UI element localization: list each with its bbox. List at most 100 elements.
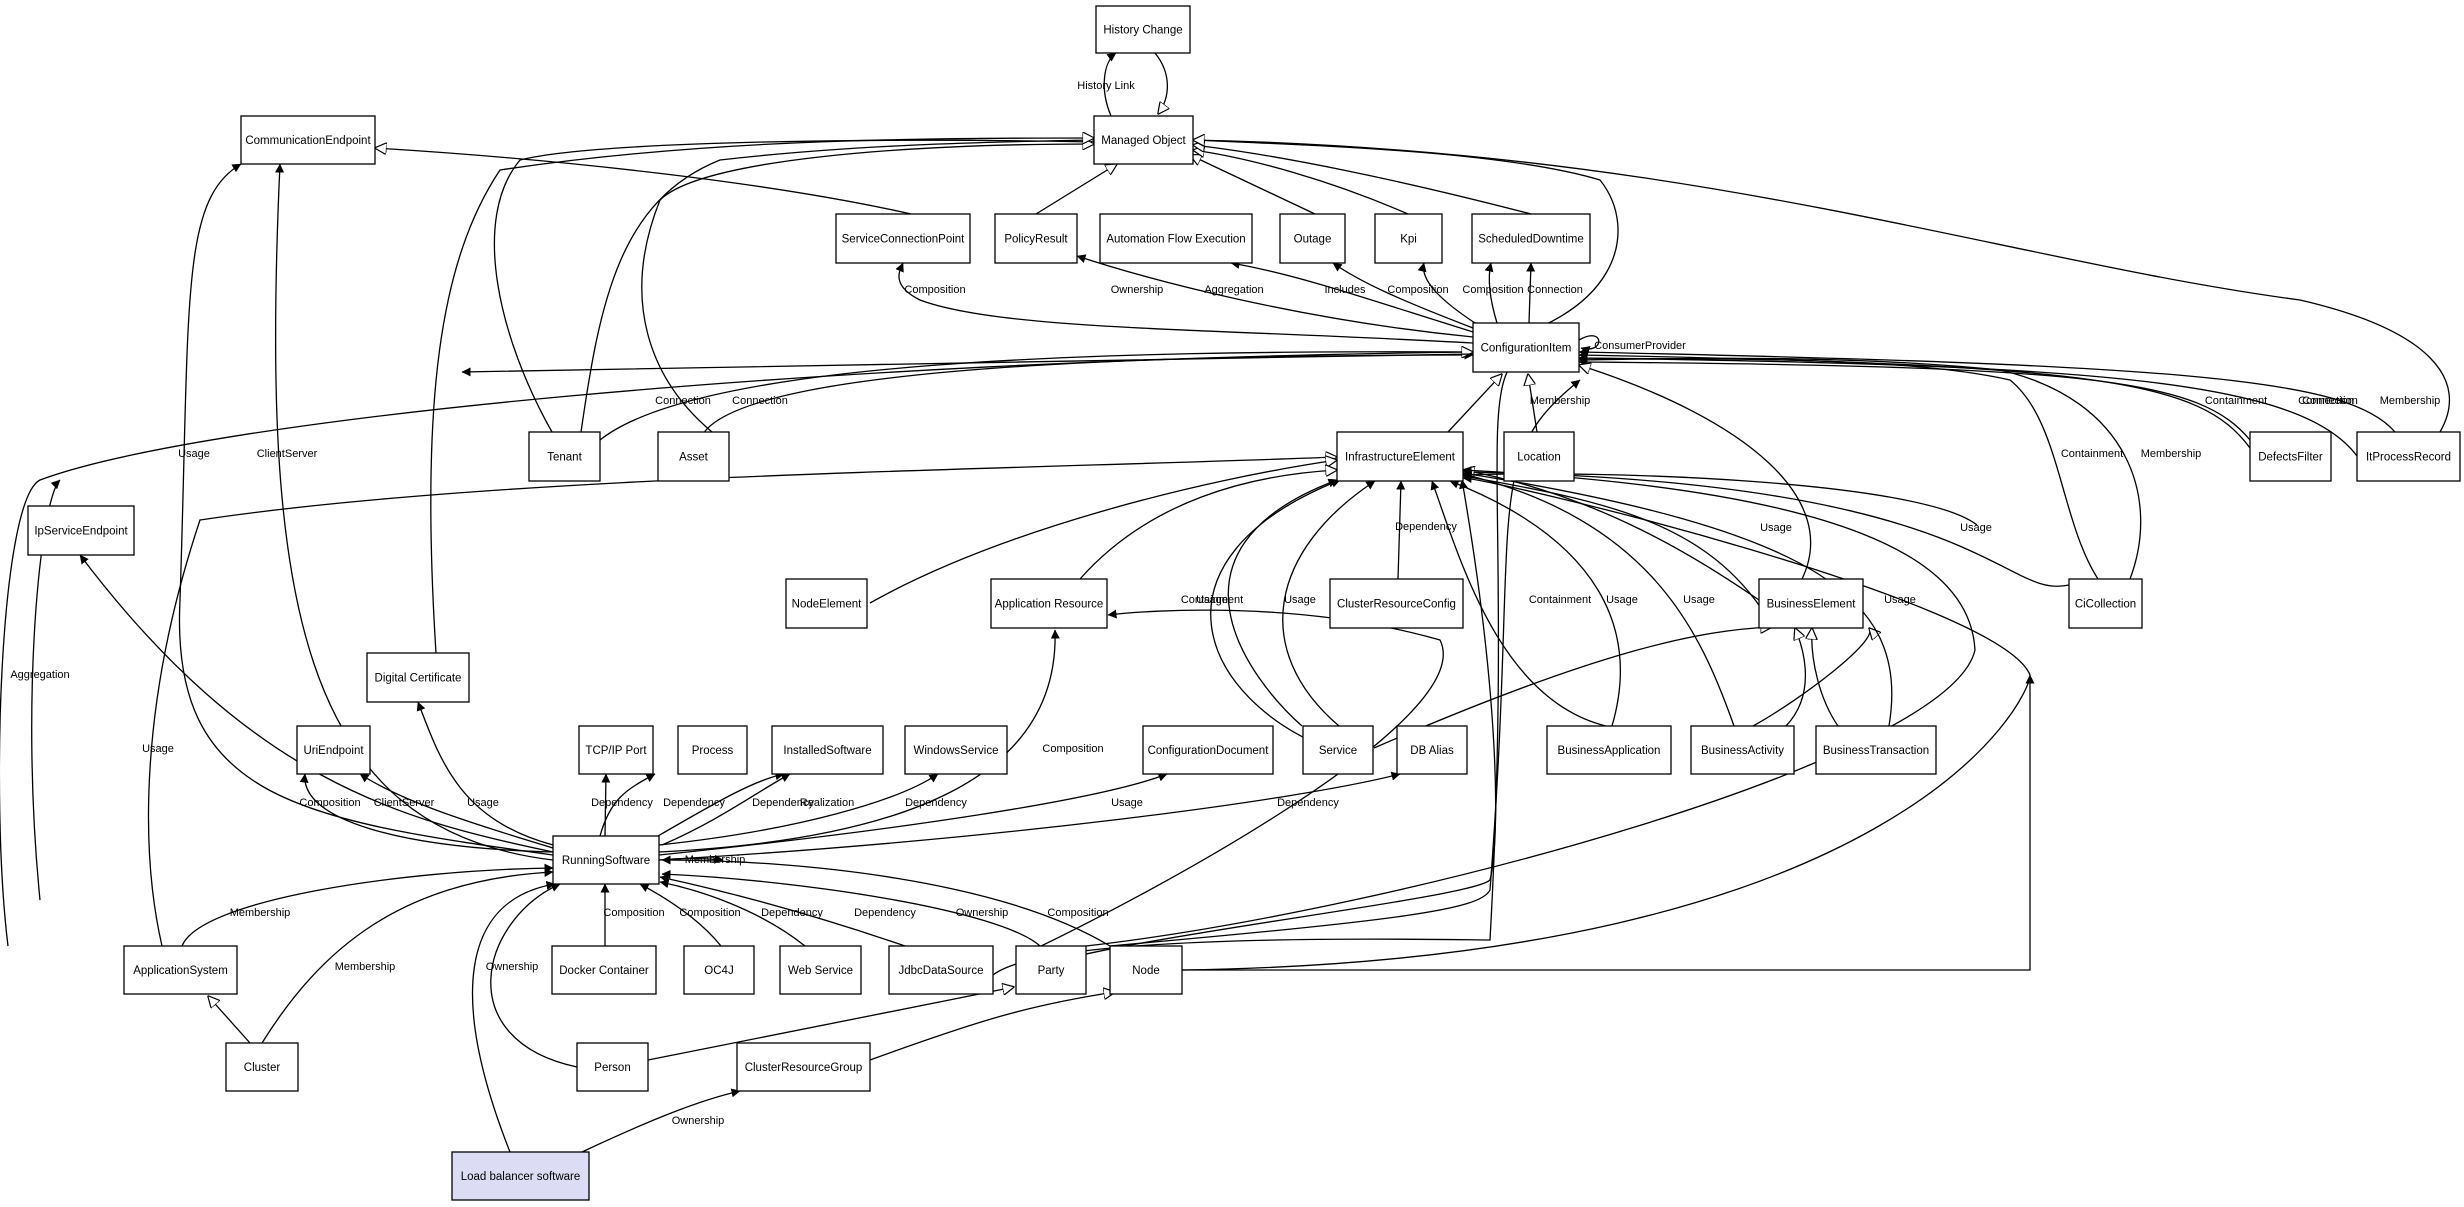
class-node-box[interactable]	[990, 578, 1108, 629]
class-node-busact[interactable]: BusinessActivity	[1690, 725, 1795, 775]
class-node-sched[interactable]: ScheduledDowntime	[1471, 213, 1591, 264]
class-node-box[interactable]	[1095, 5, 1191, 54]
class-node-box[interactable]	[1690, 725, 1795, 775]
class-node-tcpip[interactable]: TCP/IP Port	[578, 725, 654, 775]
class-node-ci[interactable]: ConfigurationItem	[1472, 322, 1580, 373]
class-node-dbalias[interactable]: DB Alias	[1396, 725, 1468, 775]
class-node-box[interactable]	[1503, 431, 1575, 482]
class-node-box[interactable]	[451, 1151, 590, 1201]
class-node-websvc[interactable]: Web Service	[779, 945, 862, 995]
class-node-label: UriEndpoint	[303, 745, 364, 757]
class-node-box[interactable]	[785, 578, 868, 629]
class-node-scp[interactable]: ServiceConnectionPoint	[835, 213, 971, 264]
class-node-box[interactable]	[1815, 725, 1937, 775]
class-node-box[interactable]	[1302, 725, 1374, 775]
class-node-lbsw[interactable]: Load balancer software	[451, 1151, 590, 1201]
class-node-runsw[interactable]: RunningSoftware	[552, 835, 660, 885]
association-edge-e65	[658, 772, 1168, 856]
association-edge-e24	[1578, 353, 2358, 457]
class-node-box[interactable]	[1336, 431, 1464, 482]
class-node-crc[interactable]: ClusterResourceConfig	[1329, 578, 1464, 629]
edge-label-e64: Composition	[1042, 743, 1103, 755]
association-edge-e58	[416, 701, 554, 846]
class-node-asset[interactable]: Asset	[657, 431, 730, 482]
association-edge-e23	[699, 350, 1474, 441]
class-node-box[interactable]	[904, 725, 1008, 775]
class-node-node[interactable]: Node	[1109, 945, 1183, 995]
class-node-defects[interactable]: DefectsFilter	[2249, 431, 2332, 482]
class-node-cicoll[interactable]: CiCollection	[2068, 578, 2143, 629]
class-node-cluster[interactable]: Cluster	[225, 1042, 299, 1092]
class-node-winsvc[interactable]: WindowsService	[904, 725, 1008, 775]
class-node-box[interactable]	[552, 835, 660, 885]
class-node-jdbc[interactable]: JdbcDataSource	[888, 945, 994, 995]
class-node-box[interactable]	[225, 1042, 299, 1092]
class-node-party[interactable]: Party	[1015, 945, 1087, 995]
class-node-crg[interactable]: ClusterResourceGroup	[736, 1042, 871, 1092]
class-node-oc4j[interactable]: OC4J	[683, 945, 755, 995]
class-node-box[interactable]	[994, 213, 1078, 264]
class-node-box[interactable]	[683, 945, 755, 995]
association-edge-e59	[79, 554, 554, 853]
class-node-commep[interactable]: CommunicationEndpoint	[240, 115, 376, 165]
class-node-ipep[interactable]: IpServiceEndpoint	[27, 505, 135, 556]
class-node-nodeel[interactable]: NodeElement	[785, 578, 868, 629]
class-node-box[interactable]	[1329, 578, 1464, 629]
class-node-box[interactable]	[2356, 431, 2461, 482]
class-node-box[interactable]	[123, 945, 238, 995]
class-node-itproc[interactable]: ItProcessRecord	[2356, 431, 2461, 482]
class-node-box[interactable]	[1109, 945, 1183, 995]
class-node-instsw[interactable]: InstalledSoftware	[771, 725, 884, 775]
class-node-history[interactable]: History Change	[1095, 5, 1191, 54]
class-node-appres[interactable]: Application Resource	[990, 578, 1108, 629]
class-node-person[interactable]: Person	[576, 1042, 649, 1092]
class-node-process[interactable]: Process	[677, 725, 748, 775]
class-node-box[interactable]	[1758, 578, 1864, 629]
class-node-bustx[interactable]: BusinessTransaction	[1815, 725, 1937, 775]
class-node-managed[interactable]: Managed Object	[1093, 115, 1194, 165]
class-node-busapp[interactable]: BusinessApplication	[1546, 725, 1672, 775]
class-node-outage[interactable]: Outage	[1279, 213, 1346, 264]
class-node-box[interactable]	[888, 945, 994, 995]
class-node-box[interactable]	[677, 725, 748, 775]
class-node-service[interactable]: Service	[1302, 725, 1374, 775]
class-node-box[interactable]	[240, 115, 376, 165]
class-node-box[interactable]	[2249, 431, 2332, 482]
class-node-box[interactable]	[578, 725, 654, 775]
class-node-box[interactable]	[1374, 213, 1443, 264]
class-node-location[interactable]: Location	[1503, 431, 1575, 482]
class-node-box[interactable]	[1472, 322, 1580, 373]
class-node-box[interactable]	[27, 505, 135, 556]
class-node-box[interactable]	[1099, 213, 1253, 264]
class-node-policy[interactable]: PolicyResult	[994, 213, 1078, 264]
class-node-box[interactable]	[771, 725, 884, 775]
class-node-box[interactable]	[1471, 213, 1591, 264]
class-node-box[interactable]	[1279, 213, 1346, 264]
class-node-box[interactable]	[576, 1042, 649, 1092]
class-node-box[interactable]	[779, 945, 862, 995]
class-node-box[interactable]	[657, 431, 730, 482]
class-node-appsys[interactable]: ApplicationSystem	[123, 945, 238, 995]
class-node-box[interactable]	[835, 213, 971, 264]
class-node-box[interactable]	[528, 431, 601, 482]
class-node-box[interactable]	[1015, 945, 1087, 995]
class-node-box[interactable]	[1396, 725, 1468, 775]
class-node-box[interactable]	[366, 652, 470, 703]
class-node-box[interactable]	[1093, 115, 1194, 165]
class-node-uriep[interactable]: UriEndpoint	[296, 725, 371, 775]
class-node-kpi[interactable]: Kpi	[1374, 213, 1443, 264]
class-node-buselem[interactable]: BusinessElement	[1758, 578, 1864, 629]
class-node-confdoc[interactable]: ConfigurationDocument	[1142, 725, 1274, 775]
class-node-autoflow[interactable]: Automation Flow Execution	[1099, 213, 1253, 264]
class-node-box[interactable]	[1142, 725, 1274, 775]
class-node-box[interactable]	[736, 1042, 871, 1092]
class-node-digcert[interactable]: Digital Certificate	[366, 652, 470, 703]
class-node-box[interactable]	[551, 945, 657, 995]
association-edge-e55	[178, 163, 554, 856]
class-node-docker[interactable]: Docker Container	[551, 945, 657, 995]
class-node-box[interactable]	[2068, 578, 2143, 629]
class-node-box[interactable]	[1546, 725, 1672, 775]
class-node-infra[interactable]: InfrastructureElement	[1336, 431, 1464, 482]
class-node-tenant[interactable]: Tenant	[528, 431, 601, 482]
class-node-box[interactable]	[296, 725, 371, 775]
